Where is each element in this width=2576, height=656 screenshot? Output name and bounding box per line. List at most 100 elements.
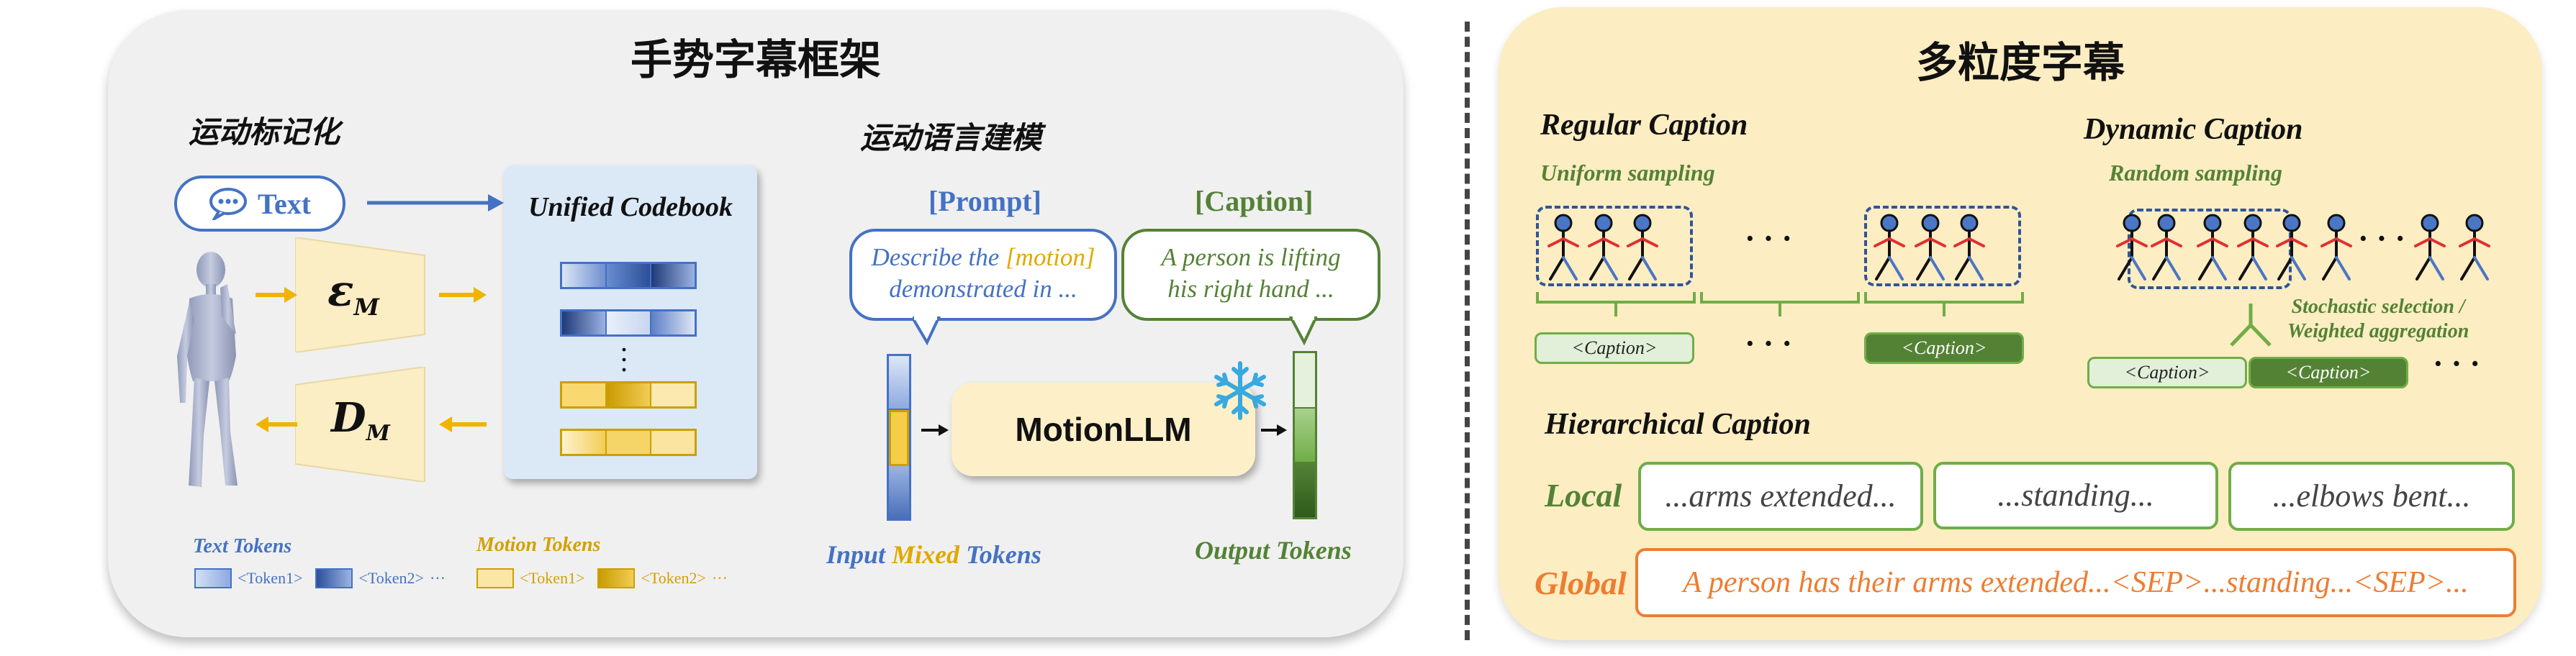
tokenization-title: 运动标记化: [189, 114, 340, 150]
unified-codebook: Unified Codebook ···: [504, 165, 757, 479]
chat-bubble-icon: [209, 188, 247, 220]
stick-figure-frame: [2414, 214, 2446, 281]
prompt-text-line1: Describe the: [871, 243, 1006, 271]
caption-text-line2: his right hand ...: [1167, 275, 1334, 303]
stick-figure-frame: [2459, 214, 2490, 281]
encoder-to-codebook-arrow: [439, 287, 487, 303]
stick-figure-frame: [1547, 214, 1579, 281]
selection-line1: Stochastic selection /: [2291, 296, 2465, 318]
selection-line2: Weighted aggregation: [2287, 320, 2469, 342]
stochastic-selection-label: Stochastic selection / Weighted aggregat…: [2287, 295, 2469, 344]
encoder-subscript: M: [353, 293, 379, 321]
output-tokens-column: [1293, 351, 1317, 519]
legend-text-token2: <Token2>: [358, 569, 424, 587]
prompt-text-line2: demonstrated in ...: [889, 275, 1077, 303]
codebook-vertical-ellipsis: ···: [620, 338, 628, 382]
text-token-swatch: [194, 568, 232, 588]
decoder-symbol: D: [331, 394, 366, 442]
input-label-part: Tokens: [959, 540, 1041, 569]
prompt-bubble-tail: [913, 316, 941, 345]
global-caption-box: A person has their arms extended...<SEP>…: [1635, 548, 2516, 617]
local-caption-box: ...arms extended...: [1638, 462, 1923, 531]
input-label-part: Input: [826, 540, 892, 569]
local-label: Local: [1545, 477, 1622, 514]
stick-figure-frame: [2276, 214, 2308, 281]
dynamic-frames-ellipsis: · · ·: [2358, 221, 2406, 256]
dynamic-caption-pill: <Caption>: [2249, 357, 2408, 388]
text-token-swatch: [315, 568, 353, 588]
regular-caption-title: Regular Caption: [1540, 109, 1748, 142]
codebook-motion-token-row: [560, 381, 697, 409]
input-label-mixed: Mixed: [892, 540, 960, 569]
regular-caption-pill: <Caption>: [1864, 332, 2024, 364]
regular-sampling-braces: [1536, 292, 2024, 316]
human-body-figure: [177, 252, 238, 487]
stick-figure-frame: [2151, 214, 2182, 281]
dynamic-captions-ellipsis: · · ·: [2433, 346, 2481, 381]
stick-figure-frame: [2237, 214, 2269, 281]
codebook-motion-token-row: [560, 429, 697, 456]
motion-token-swatch: [476, 568, 514, 588]
stick-figure-frame: [1953, 214, 1985, 281]
stick-figure-frame: [2320, 214, 2352, 281]
local-caption-box: ...elbows bent...: [2228, 462, 2515, 531]
legend-text-ellipsis: ···: [429, 569, 446, 587]
legend-text-tokens-label: Text Tokens: [193, 535, 292, 557]
stick-figure-frame: [1627, 214, 1658, 281]
caption-bubble: A person is lifting his right hand ...: [1121, 229, 1380, 321]
input-to-llm-arrow: [921, 424, 949, 436]
llm-to-output-arrow: [1261, 424, 1287, 436]
legend-motion-token2: <Token2>: [641, 569, 706, 587]
uniform-sample-window: [1864, 206, 2021, 286]
encoder-symbol: ε: [327, 266, 354, 316]
panel-divider: [1465, 22, 1470, 640]
caption-bubble-tail: [1288, 316, 1317, 345]
framework-title: 手势字幕框架: [630, 35, 881, 84]
local-caption-box: ...standing...: [1933, 462, 2218, 529]
decoder-to-body-arrow: [256, 416, 297, 432]
uniform-sample-window: [1536, 206, 1693, 286]
output-tokens-label: Output Tokens: [1195, 536, 1352, 565]
stochastic-selection-fork: [2230, 304, 2272, 347]
stick-figure-frame: [1874, 214, 1905, 281]
legend-motion-ellipsis: ···: [711, 569, 728, 587]
stick-figure-frame: [2116, 214, 2148, 281]
caption-text-line1: A person is lifting: [1161, 243, 1341, 271]
multi-granularity-title: 多粒度字幕: [1915, 38, 2125, 87]
language-modeling-title: 运动语言建模: [860, 120, 1042, 155]
body-to-encoder-arrow: [256, 287, 297, 303]
regular-frames-ellipsis: · · ·: [1745, 221, 1793, 256]
codebook-label: Unified Codebook: [528, 192, 733, 222]
dynamic-caption-pill: <Caption>: [2087, 357, 2247, 388]
regular-captions-ellipsis: · · ·: [1745, 326, 1793, 361]
input-tokens-label: Input Mixed Tokens: [826, 539, 1041, 570]
motion-token-swatch: [597, 568, 636, 588]
prompt-bubble: Describe the [motion] demonstrated in ..…: [849, 229, 1117, 321]
stick-figure-frame: [1588, 214, 1619, 281]
motion-decoder: DM: [295, 367, 432, 482]
hierarchical-caption-title: Hierarchical Caption: [1545, 408, 1811, 441]
random-sampling-label: Random sampling: [2109, 160, 2282, 186]
uniform-sampling-label: Uniform sampling: [1540, 160, 1715, 186]
decoder-subscript: M: [366, 421, 390, 447]
dynamic-caption-title: Dynamic Caption: [2084, 113, 2303, 146]
snowflake-frozen-icon: [1214, 361, 1266, 420]
legend-text-token-examples: <Token1> <Token2> ···: [194, 568, 446, 588]
stick-figure-frame: [2197, 214, 2228, 281]
legend-motion-tokens-label: Motion Tokens: [476, 534, 601, 556]
text-input-pill: Text: [174, 176, 345, 232]
multi-granularity-panel: [1499, 7, 2542, 640]
codebook-to-decoder-arrow: [439, 416, 487, 432]
legend-text-token1: <Token1>: [238, 569, 303, 587]
codebook-text-token-row: [560, 309, 697, 337]
legend-motion-token1: <Token1>: [520, 569, 585, 587]
stick-figure-frame: [1915, 214, 1946, 281]
codebook-text-token-row: [560, 262, 697, 289]
input-mixed-tokens-column: [887, 354, 911, 521]
global-label: Global: [1535, 565, 1627, 601]
motion-encoder: εM: [295, 237, 432, 352]
text-to-codebook-arrow: [367, 194, 504, 211]
stick-figure-frames: [1547, 214, 2490, 281]
caption-label: [Caption]: [1195, 185, 1314, 217]
motion-llm-block: MotionLLM: [952, 383, 1255, 476]
